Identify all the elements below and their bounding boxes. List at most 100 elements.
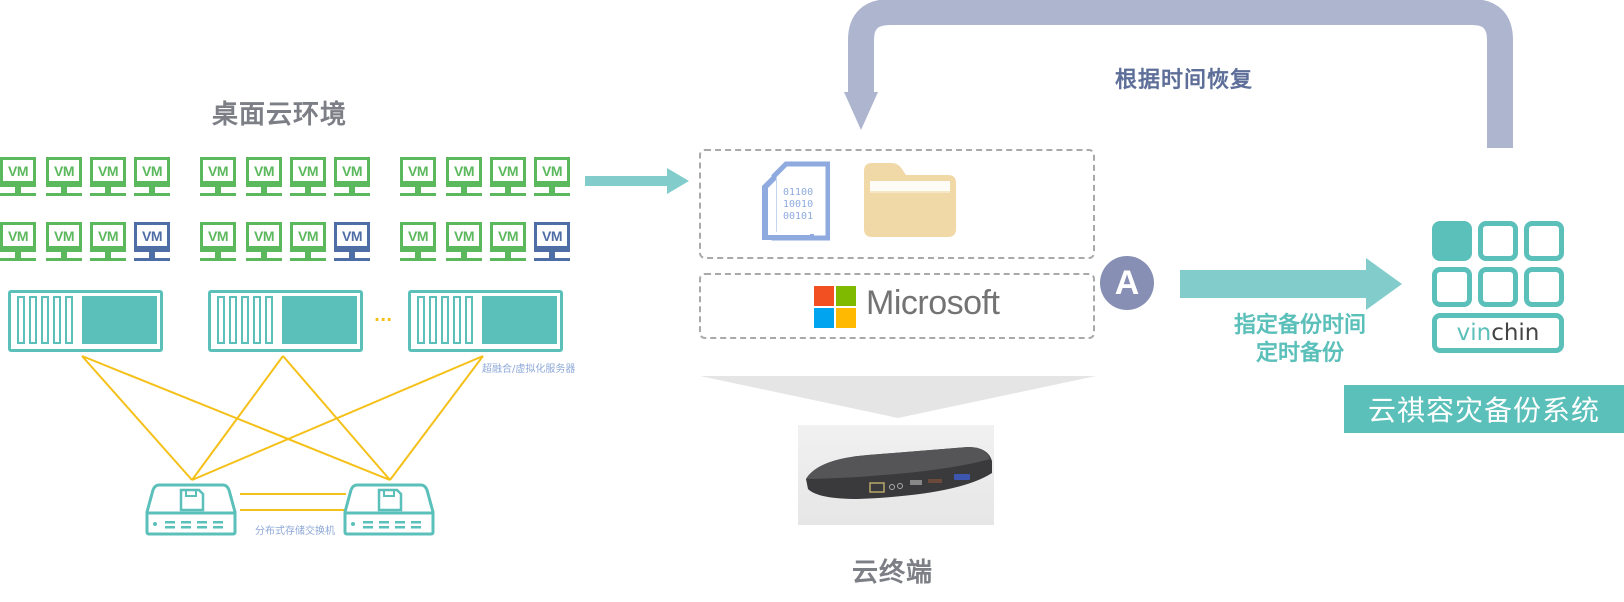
badge-a: A	[1100, 256, 1154, 310]
vm-label: VM	[334, 157, 370, 187]
vm-base	[334, 258, 370, 261]
server-ellipsis: ···	[374, 310, 393, 329]
vm-base	[134, 193, 170, 196]
server-drive-slot	[17, 296, 25, 344]
vm-label: VM	[46, 157, 82, 187]
server-drive-slot	[53, 296, 61, 344]
binary-line-3: 00101	[783, 211, 813, 222]
vm-base	[490, 258, 526, 261]
server-3	[408, 290, 563, 352]
logo-block	[1478, 221, 1518, 261]
binary-line-2: 10010	[783, 199, 813, 210]
vm-monitor-icon: VM	[134, 222, 170, 266]
system-name-banner: 云祺容灾备份系统	[1344, 385, 1624, 433]
vm-label: VM	[0, 157, 36, 187]
restore-arrowhead	[844, 92, 878, 130]
server-drive-slot	[241, 296, 249, 344]
logo-block	[1524, 221, 1564, 261]
vm-label: VM	[534, 157, 570, 187]
vm-monitor-icon: VM	[534, 222, 570, 266]
server-drive-slot	[465, 296, 473, 344]
vm-stand	[305, 252, 311, 260]
restore-label: 根据时间恢复	[1115, 68, 1254, 93]
vm-monitor-icon: VM	[446, 157, 482, 201]
vm-label: VM	[134, 157, 170, 187]
vm-monitor-icon: VM	[90, 222, 126, 266]
storage-switch-1	[145, 483, 237, 536]
vm-monitor-icon: VM	[490, 222, 526, 266]
vm-base	[200, 258, 236, 261]
vm-label: VM	[446, 157, 482, 187]
vm-monitor-icon: VM	[200, 157, 236, 201]
vm-stand	[415, 187, 421, 195]
ms-square-yellow	[836, 308, 856, 328]
data-files-box	[699, 149, 1095, 259]
vm-label: VM	[400, 222, 436, 252]
vm-label: VM	[200, 222, 236, 252]
vm-base	[0, 193, 36, 196]
server-drive-slot	[417, 296, 425, 344]
vm-base	[0, 258, 36, 261]
vm-monitor-icon: VM	[334, 157, 370, 201]
vm-base	[290, 258, 326, 261]
vm-monitor-icon: VM	[490, 157, 526, 201]
server-drive-slot	[217, 296, 225, 344]
vm-label: VM	[446, 222, 482, 252]
logo-text-chin: chin	[1491, 320, 1540, 346]
server-drive-slot	[453, 296, 461, 344]
vm-label: VM	[490, 222, 526, 252]
server-panel	[282, 296, 357, 344]
vm-base	[446, 258, 482, 261]
restore-loop-path	[848, 0, 1513, 148]
server-1	[8, 290, 163, 352]
server-panel	[482, 296, 557, 344]
folder-icon	[864, 163, 956, 237]
server-drive-slot	[441, 296, 449, 344]
desktop-cloud-title: 桌面云环境	[212, 100, 348, 130]
vm-stand	[549, 187, 555, 195]
vm-stand	[305, 187, 311, 195]
vm-stand	[261, 252, 267, 260]
vm-label: VM	[200, 157, 236, 187]
vm-base	[400, 193, 436, 196]
server-2	[208, 290, 363, 352]
vm-monitor-icon: VM	[400, 222, 436, 266]
vm-base	[46, 258, 82, 261]
vm-stand	[349, 187, 355, 195]
ms-square-green	[836, 286, 856, 306]
server-drive-slot	[65, 296, 73, 344]
vm-label: VM	[134, 222, 170, 252]
vm-stand	[261, 187, 267, 195]
microsoft-wordmark: Microsoft	[866, 284, 1000, 322]
storage-switch-2	[343, 483, 435, 536]
ms-square-red	[814, 286, 834, 306]
vm-stand	[61, 187, 67, 195]
logo-block-filled	[1432, 221, 1472, 261]
vm-monitor-icon: VM	[534, 157, 570, 201]
vm-label: VM	[334, 222, 370, 252]
logo-text-vin: vin	[1456, 320, 1492, 346]
vm-stand	[461, 187, 467, 195]
vm-stand	[349, 252, 355, 260]
vm-monitor-icon: VM	[246, 222, 282, 266]
switch-label: 分布式存储交换机	[255, 526, 335, 537]
vm-monitor-icon: VM	[334, 222, 370, 266]
vm-label: VM	[246, 157, 282, 187]
logo-block	[1432, 267, 1472, 307]
vm-stand	[105, 252, 111, 260]
server-drive-slot	[253, 296, 261, 344]
logo-block	[1478, 267, 1518, 307]
vm-monitor-icon: VM	[290, 222, 326, 266]
down-funnel-arrow	[700, 376, 1096, 418]
vm-stand	[549, 252, 555, 260]
server-drive-slot	[429, 296, 437, 344]
vm-label: VM	[400, 157, 436, 187]
vm-base	[246, 258, 282, 261]
vm-stand	[505, 252, 511, 260]
backup-line-2: 定时备份	[1255, 341, 1344, 366]
server-panel	[82, 296, 157, 344]
vm-stand	[61, 252, 67, 260]
vm-base	[534, 193, 570, 196]
